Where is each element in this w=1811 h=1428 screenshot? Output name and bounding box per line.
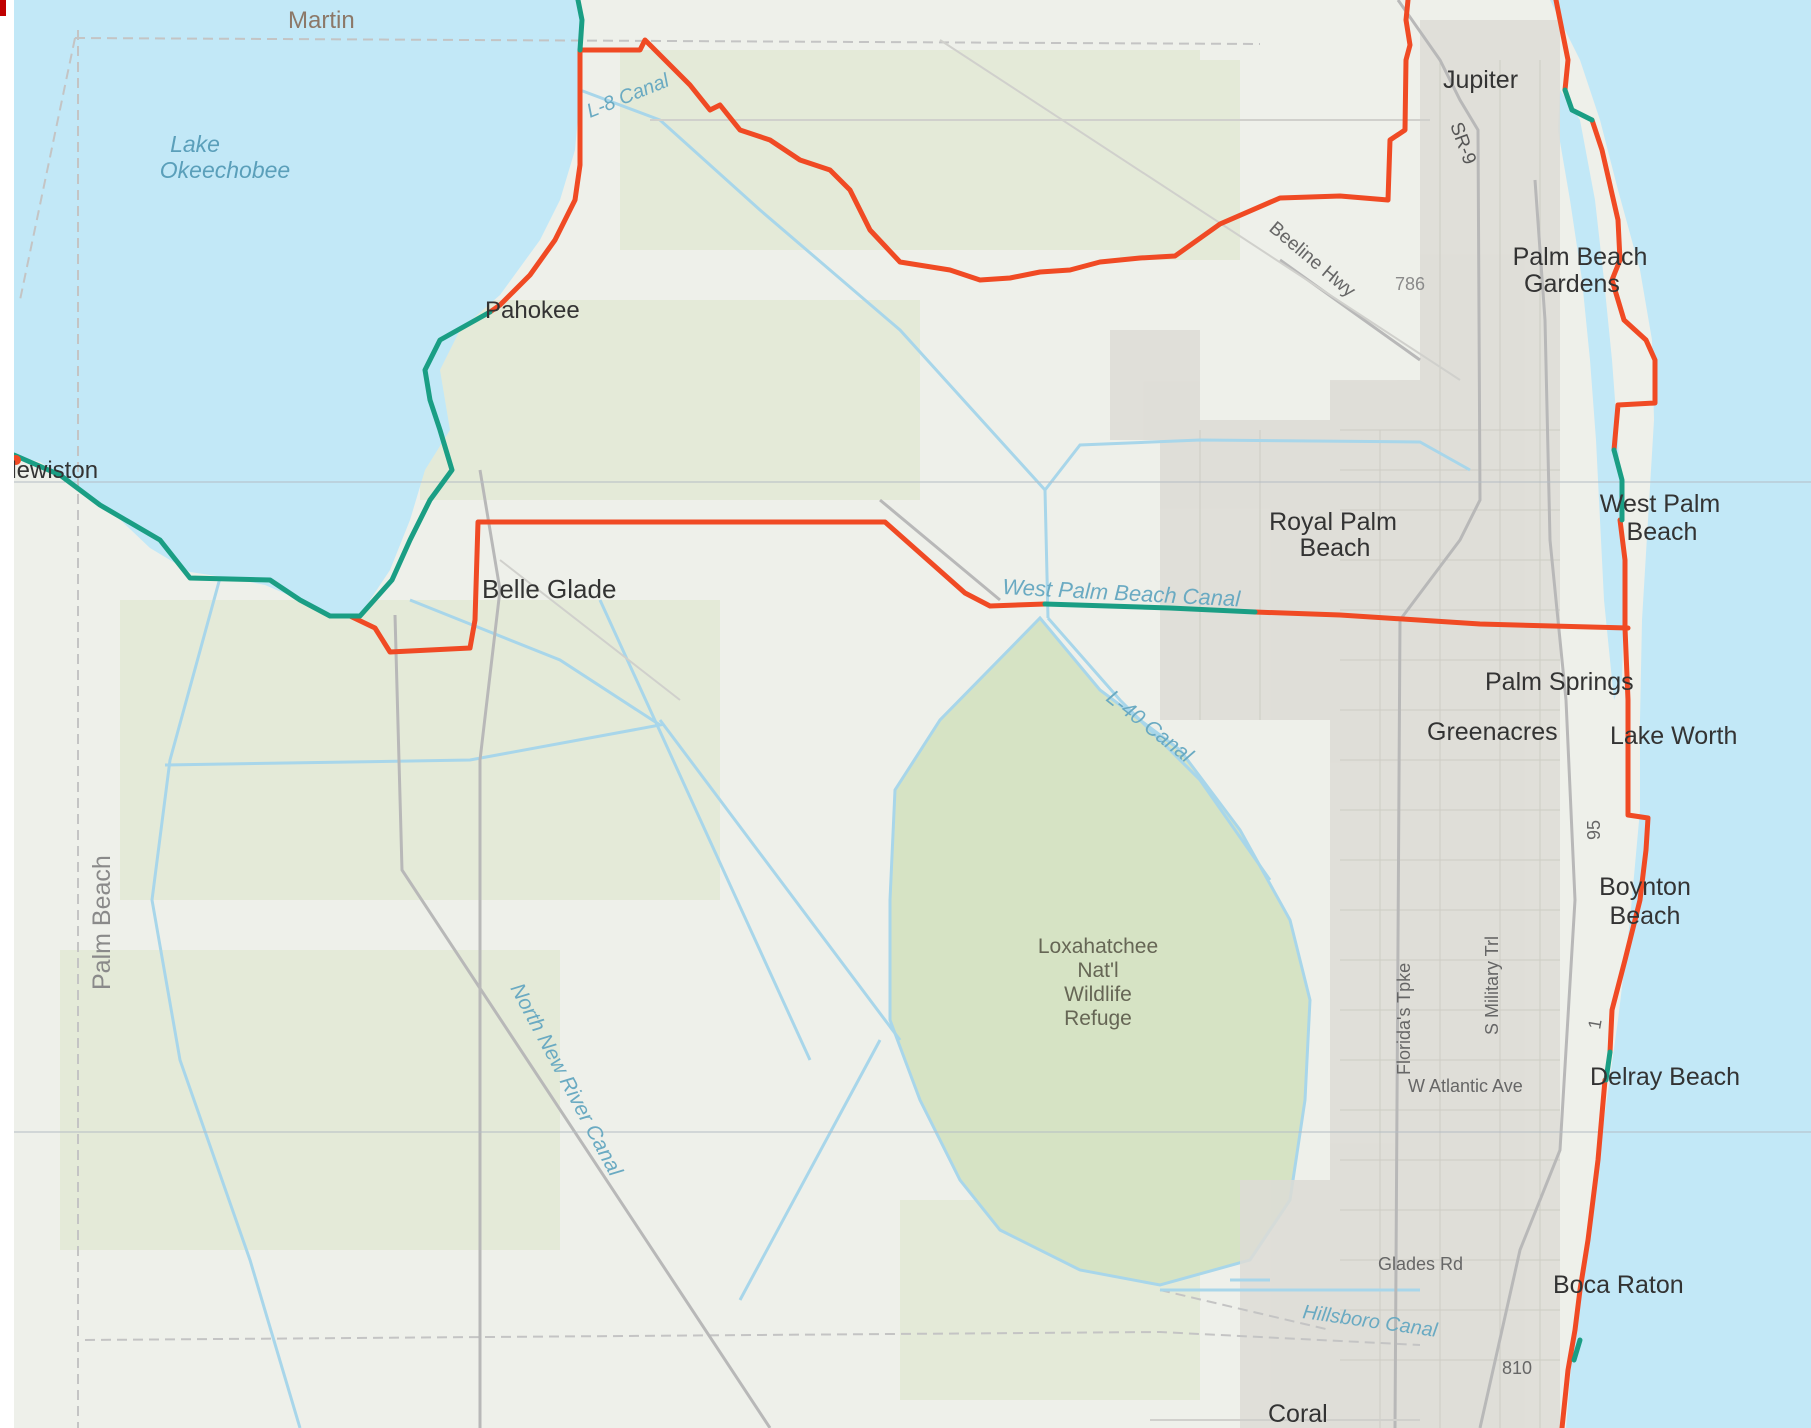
label-refuge-line3: Wildlife <box>1064 983 1132 1006</box>
label-royal-palm-beach-line2: Beach <box>1300 534 1371 562</box>
lake-island <box>343 422 387 458</box>
canal <box>150 88 1471 1428</box>
svg-text:786: 786 <box>1395 274 1425 294</box>
label-palm-beach-gardens-line1: Palm Beach <box>1513 243 1648 271</box>
urban-area <box>1110 20 1560 1428</box>
lake-okeechobee <box>0 0 580 618</box>
label-palm-beach-county: Palm Beach <box>88 855 116 990</box>
label-west-palm-beach-line2: Beach <box>1627 518 1698 546</box>
label-delray-beach: Delray Beach <box>1590 1063 1740 1091</box>
label-belle-glade: Belle Glade <box>482 574 616 604</box>
green-route <box>11 0 1625 1363</box>
label-boca-raton: Boca Raton <box>1553 1271 1684 1299</box>
label-interstate-95: 95 <box>1584 820 1604 840</box>
label-refuge-line1: Loxahatchee <box>1038 935 1158 958</box>
highway-shield-786: 786 <box>1395 274 1425 294</box>
label-boynton-beach-line2: Beach <box>1610 902 1681 930</box>
label-jupiter: Jupiter <box>1443 66 1518 94</box>
label-coral: Coral <box>1268 1400 1328 1428</box>
intracoastal-waterway <box>1558 90 1624 700</box>
label-boynton-beach-line1: Boynton <box>1599 873 1691 901</box>
label-lake-line2: Okeechobee <box>160 157 290 183</box>
label-s-military-trl: S Military Trl <box>1482 936 1502 1035</box>
lake-island <box>367 496 403 544</box>
label-route-810: 810 <box>1502 1358 1532 1378</box>
label-martin: Martin <box>288 7 355 34</box>
label-glades-rd: Glades Rd <box>1378 1254 1463 1274</box>
label-palm-beach-gardens-line2: Gardens <box>1524 270 1620 298</box>
red-route <box>347 0 1658 1428</box>
atlantic-ocean <box>1550 0 1811 1428</box>
street-grid <box>1199 60 1560 1428</box>
label-refuge-line2: Nat'l <box>1077 959 1118 982</box>
label-w-atlantic-ave: W Atlantic Ave <box>1408 1076 1523 1096</box>
minor-road <box>499 39 1461 1421</box>
label-pahokee: Pahokee <box>485 297 580 324</box>
left-margin <box>0 0 14 1428</box>
label-us-1: 1 <box>1584 1017 1605 1030</box>
road <box>393 0 1577 1428</box>
label-west-palm-beach-line1: West Palm <box>1600 490 1720 518</box>
label-clewiston: Clewiston <box>0 457 98 484</box>
label-royal-palm-beach-line1: Royal Palm <box>1269 508 1397 536</box>
label-greenacres: Greenacres <box>1427 718 1558 746</box>
county-boundary <box>19 30 1421 1428</box>
graticule <box>0 481 1811 1133</box>
corner-marker <box>0 0 6 16</box>
label-refuge-line4: Refuge <box>1064 1007 1132 1030</box>
label-palm-springs: Palm Springs <box>1485 668 1634 696</box>
label-floridas-turnpike: Florida's Tpke <box>1394 963 1414 1075</box>
label-lake-worth: Lake Worth <box>1610 722 1737 750</box>
label-lake-line1: Lake <box>170 131 220 157</box>
